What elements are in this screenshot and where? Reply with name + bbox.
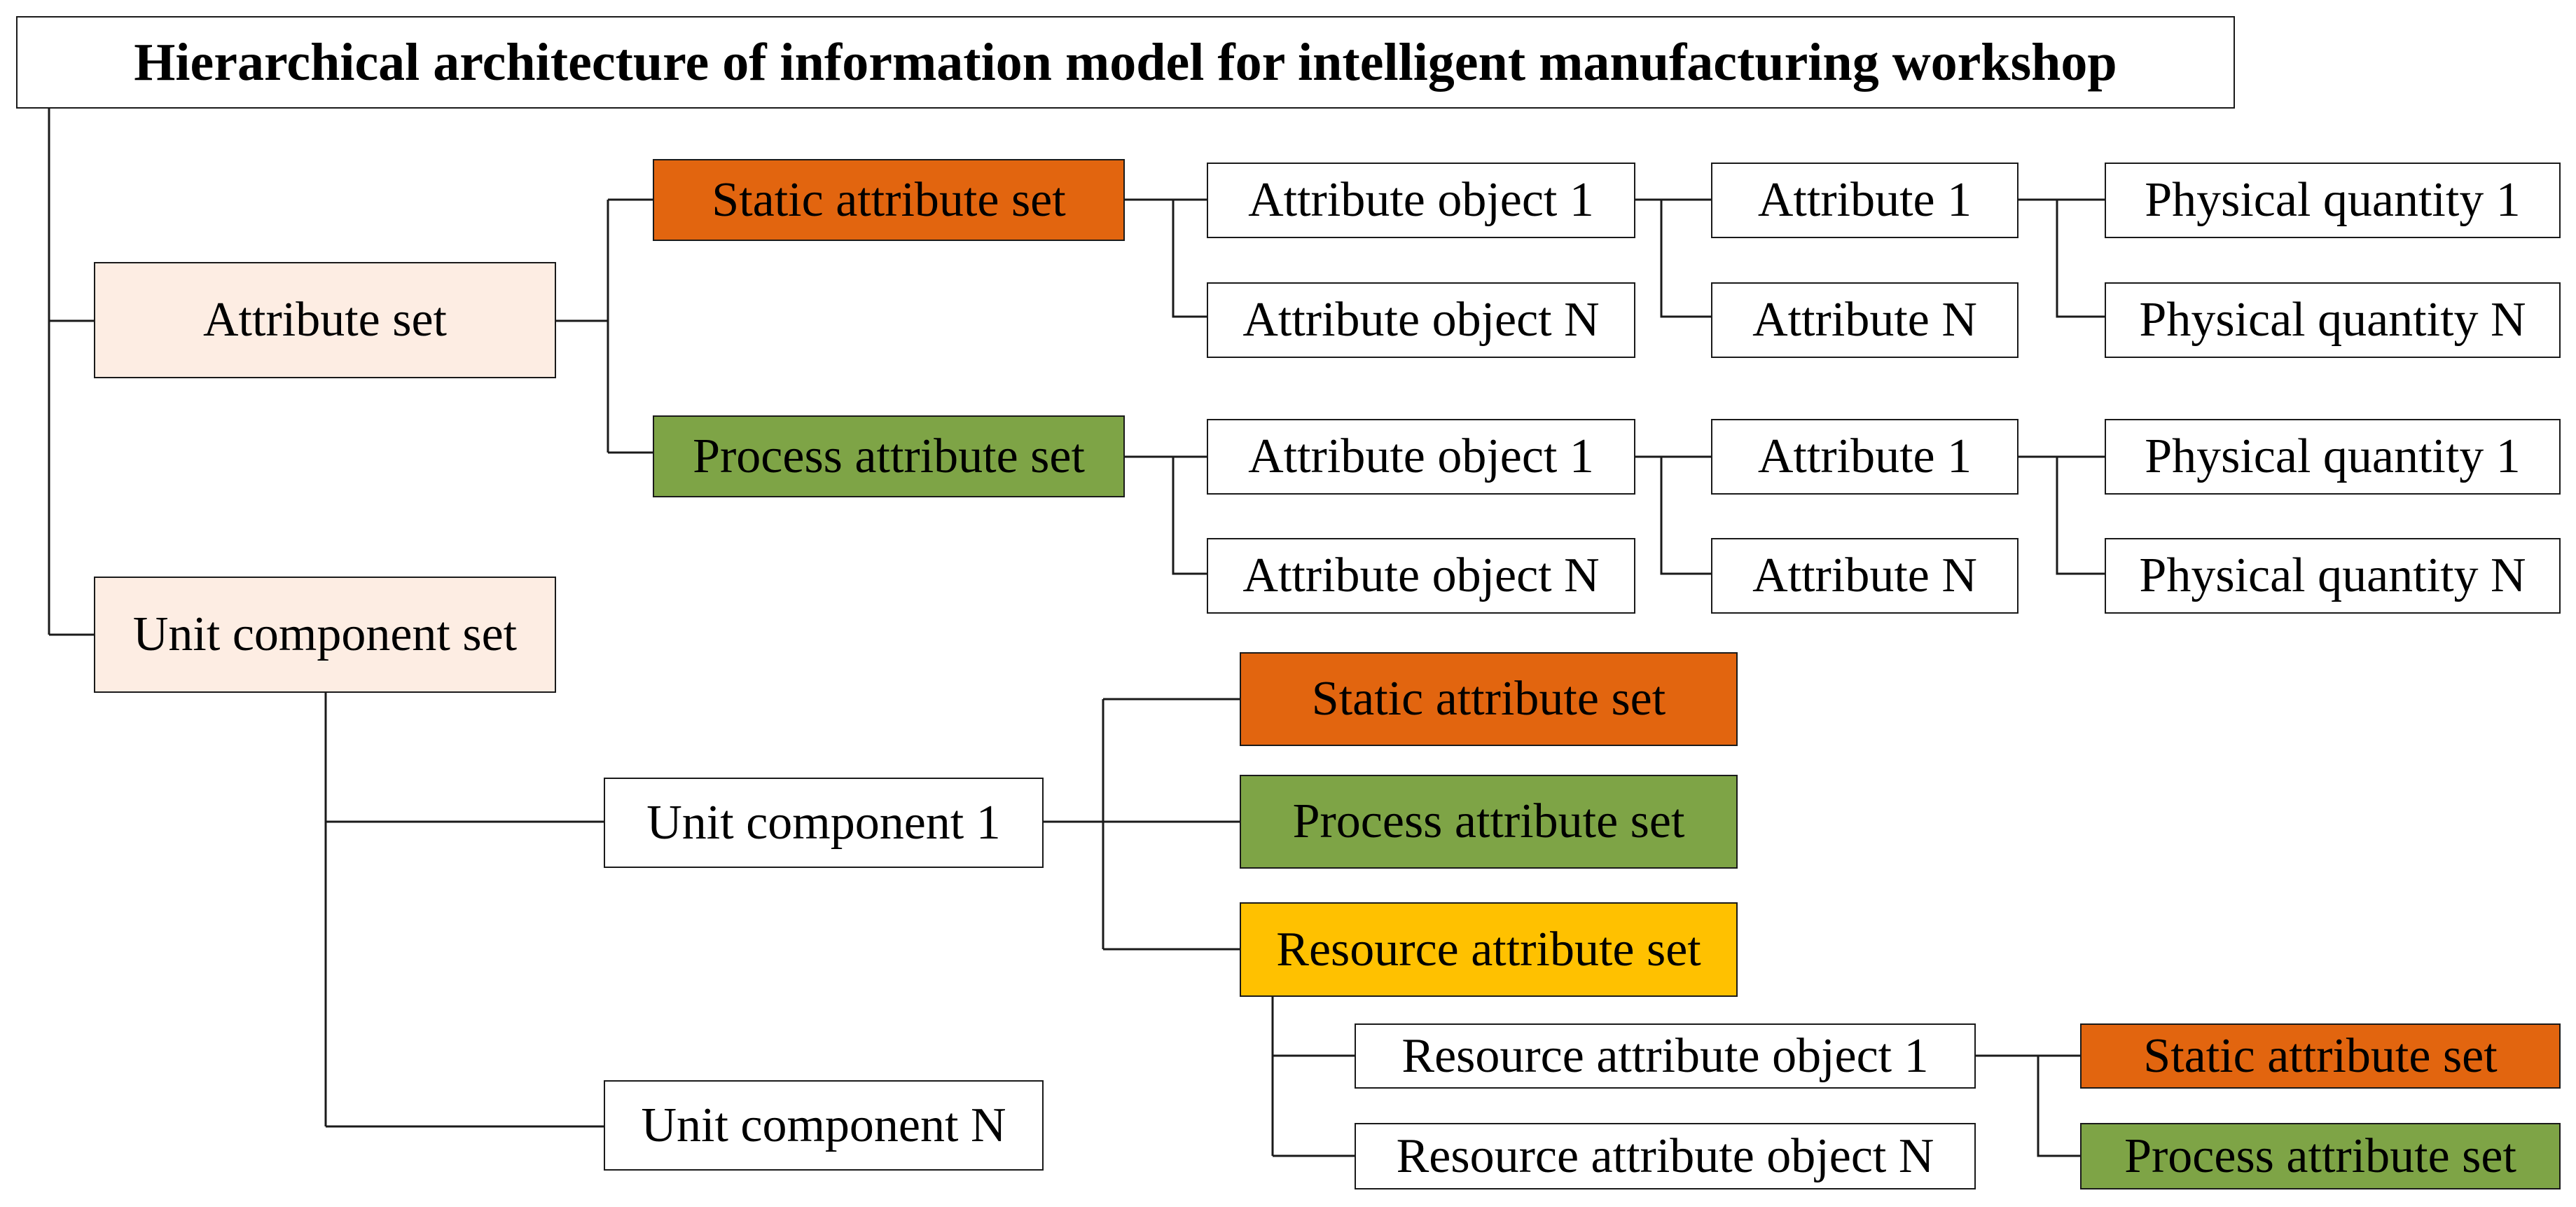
process-physical-quantity-1-node: Physical quantity 1 [2105,419,2561,495]
process-attribute-object-n-node: Attribute object N [1207,538,1635,614]
resource-attribute-object-n-node: Resource attribute object N [1355,1123,1976,1189]
process-attribute-1-node: Attribute 1 [1711,419,2018,495]
attribute-set-node: Attribute set [94,262,556,378]
resource-attribute-set-node: Resource attribute set [1240,902,1738,997]
process-attribute-set-node: Process attribute set [653,415,1125,497]
static-attribute-1-node: Attribute 1 [1711,163,2018,238]
unit-static-attribute-set-node: Static attribute set [1240,652,1738,746]
static-attribute-set-node: Static attribute set [653,159,1125,241]
process-attribute-object-1-node: Attribute object 1 [1207,419,1635,495]
unit-component-set-node: Unit component set [94,577,556,693]
static-physical-quantity-n-node: Physical quantity N [2105,282,2561,358]
resource-static-attribute-set-node: Static attribute set [2080,1023,2561,1089]
diagram-title: Hierarchical architecture of information… [16,16,2235,109]
unit-process-attribute-set-node: Process attribute set [1240,775,1738,869]
process-attribute-n-node: Attribute N [1711,538,2018,614]
process-physical-quantity-n-node: Physical quantity N [2105,538,2561,614]
unit-component-1-node: Unit component 1 [604,778,1044,868]
resource-attribute-object-1-node: Resource attribute object 1 [1355,1023,1976,1089]
unit-component-n-node: Unit component N [604,1080,1044,1171]
static-attribute-object-n-node: Attribute object N [1207,282,1635,358]
static-attribute-object-1-node: Attribute object 1 [1207,163,1635,238]
static-physical-quantity-1-node: Physical quantity 1 [2105,163,2561,238]
static-attribute-n-node: Attribute N [1711,282,2018,358]
resource-process-attribute-set-node: Process attribute set [2080,1123,2561,1189]
